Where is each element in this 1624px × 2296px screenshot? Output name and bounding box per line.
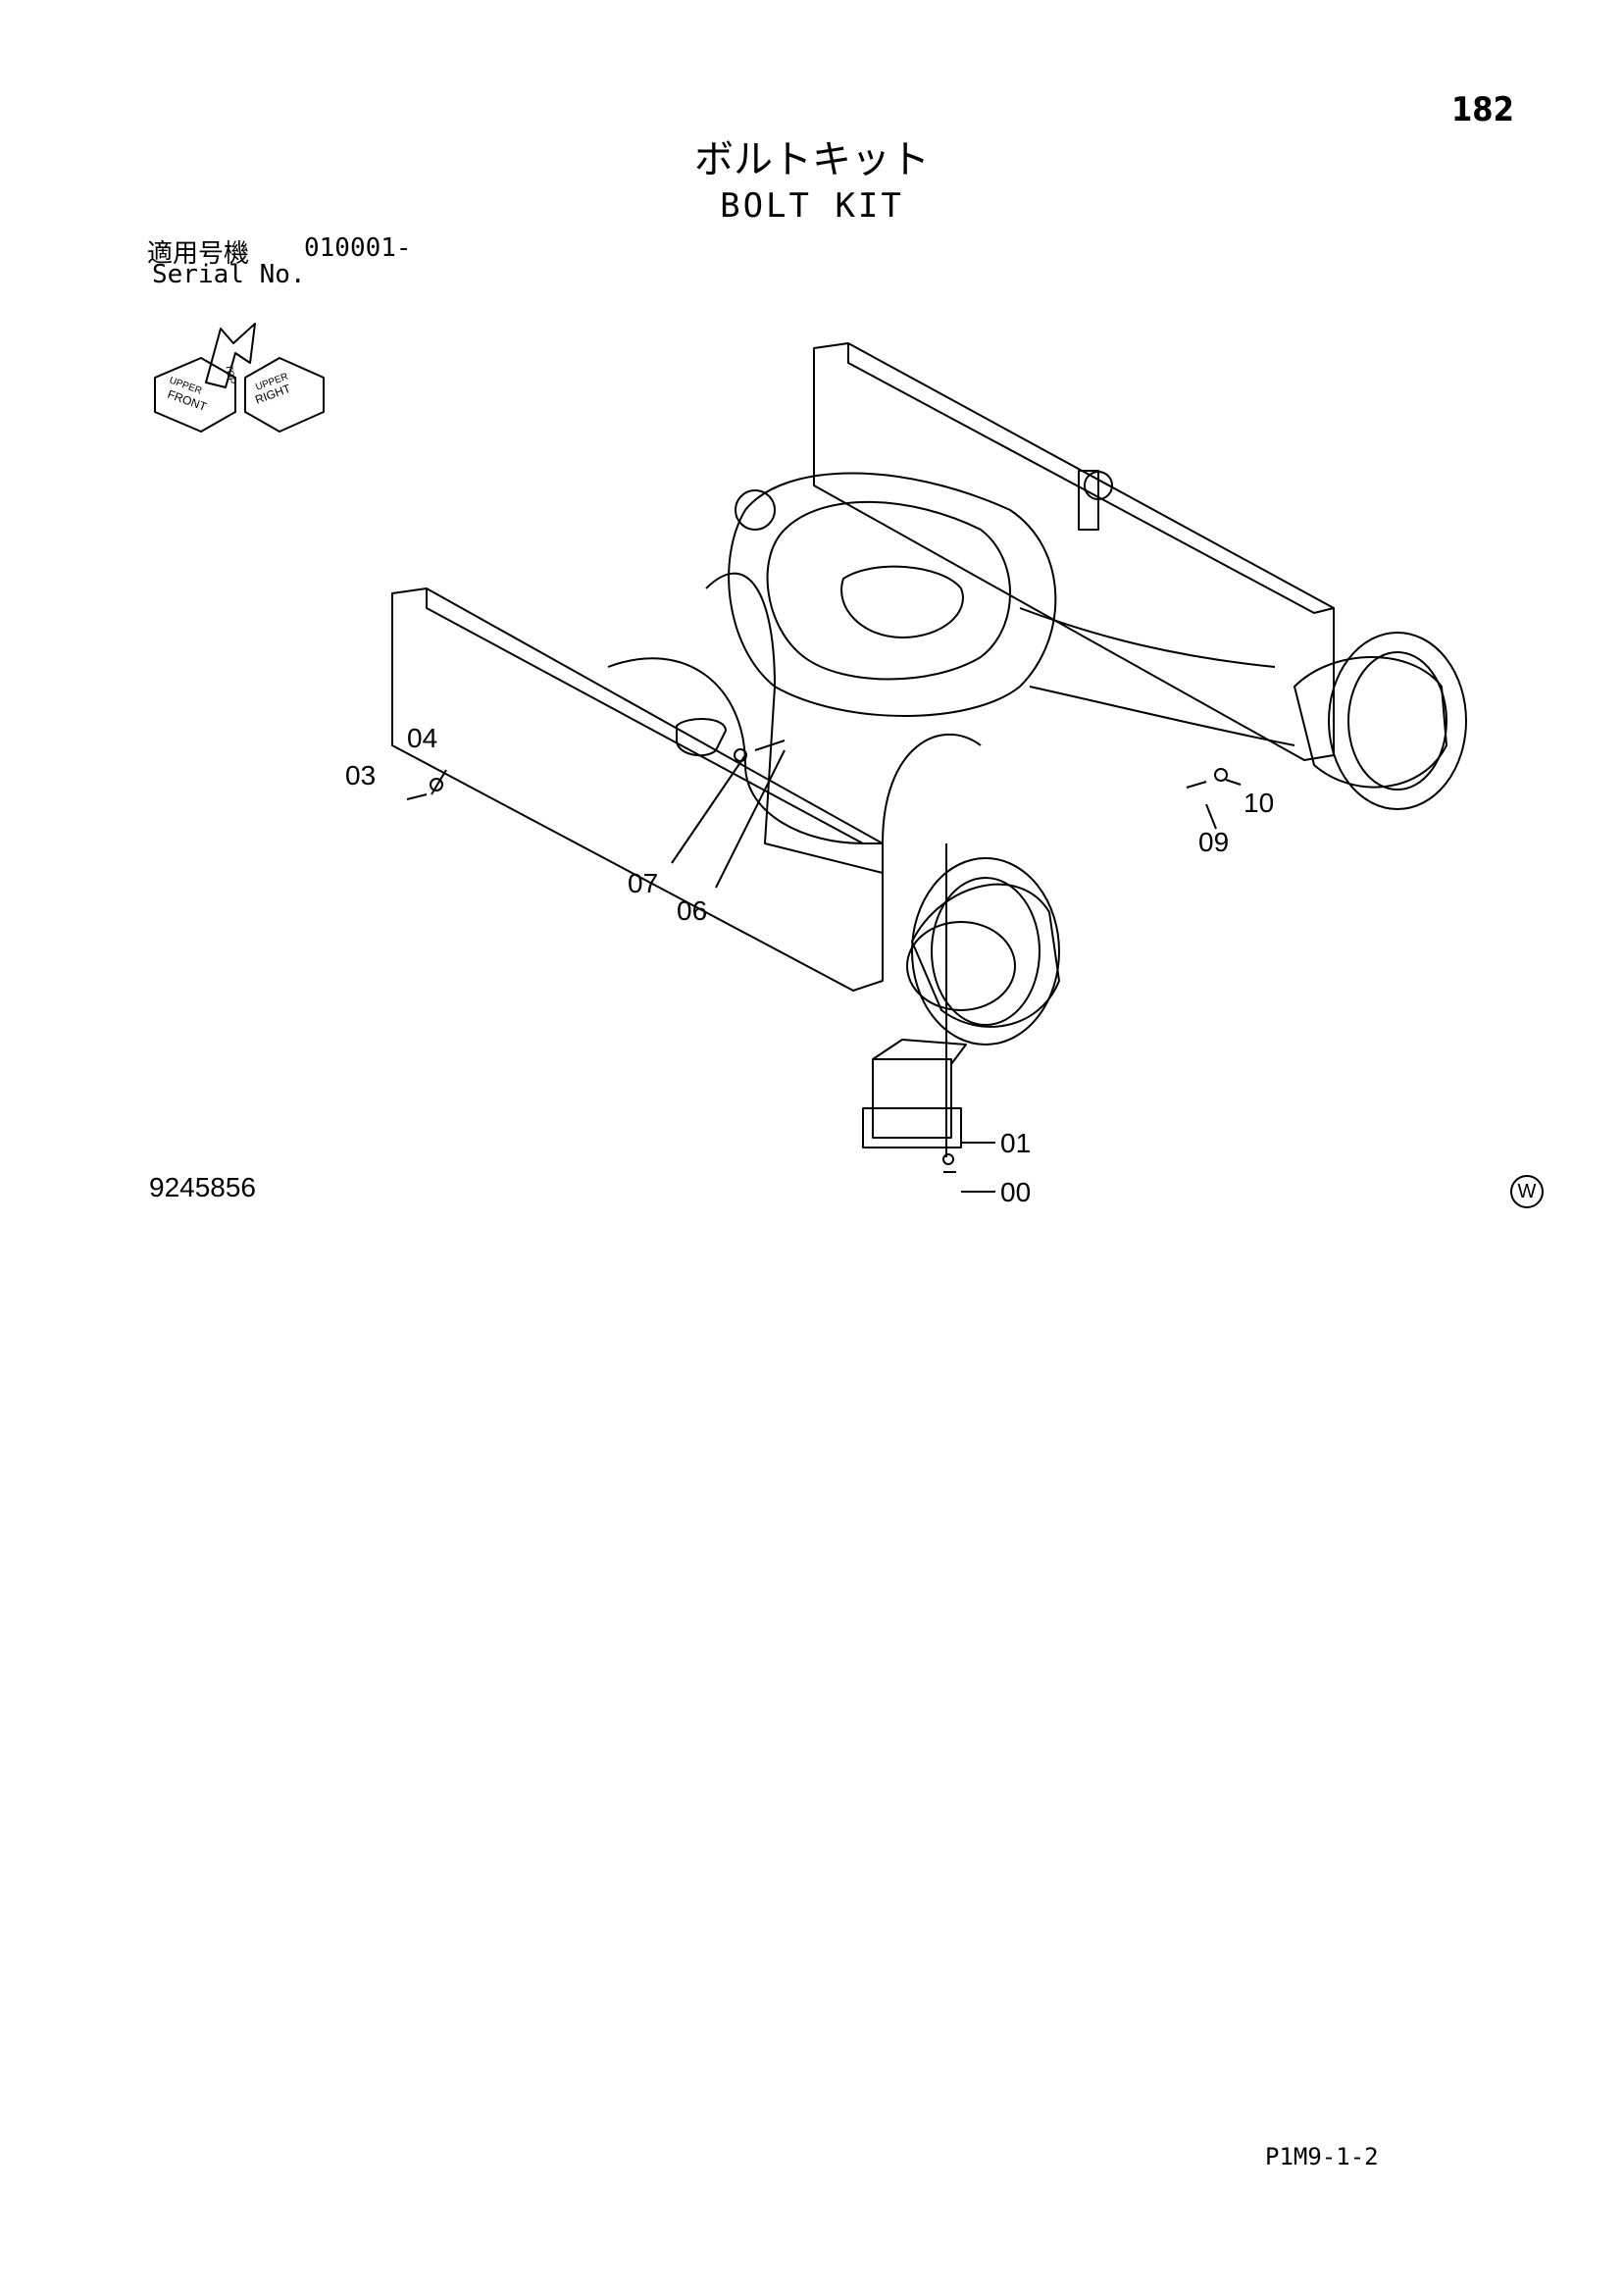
track-frame-drawing (391, 342, 1335, 992)
page-title-japanese: ボルトキット (694, 137, 930, 182)
front-sprocket-drawing (906, 857, 1060, 1046)
callout-04: 04 (407, 723, 437, 753)
footer-code: P1M9-1-2 (1265, 2143, 1379, 2170)
callout-01: 01 (1000, 1128, 1031, 1158)
orientation-indicator-icon: FRONT RIGHT UPPER TOP UPPER (154, 323, 325, 433)
serial-label-japanese: 適用号機 (147, 239, 250, 269)
callout-10: 10 (1243, 788, 1274, 818)
serial-label: Serial No. (152, 260, 306, 289)
callout-09: 09 (1198, 827, 1229, 857)
bolt-icons (406, 740, 1228, 1173)
serial-value: 010001- (304, 233, 412, 263)
rear-sprocket-drawing (1294, 632, 1467, 810)
callout-07: 07 (628, 868, 658, 898)
callout-03: 03 (345, 760, 376, 791)
component-drawing (862, 1039, 967, 1148)
drawing-code: 9245856 (149, 1172, 257, 1202)
page-title: BOLT KIT (720, 186, 904, 226)
page-number: 182 (1451, 90, 1514, 129)
callout-00: 00 (1000, 1177, 1031, 1207)
w-mark-icon: W (1510, 1175, 1544, 1208)
callout-06: 06 (677, 895, 707, 926)
orientation-label-top: TOP (223, 364, 236, 385)
leader-lines (431, 749, 1242, 1193)
